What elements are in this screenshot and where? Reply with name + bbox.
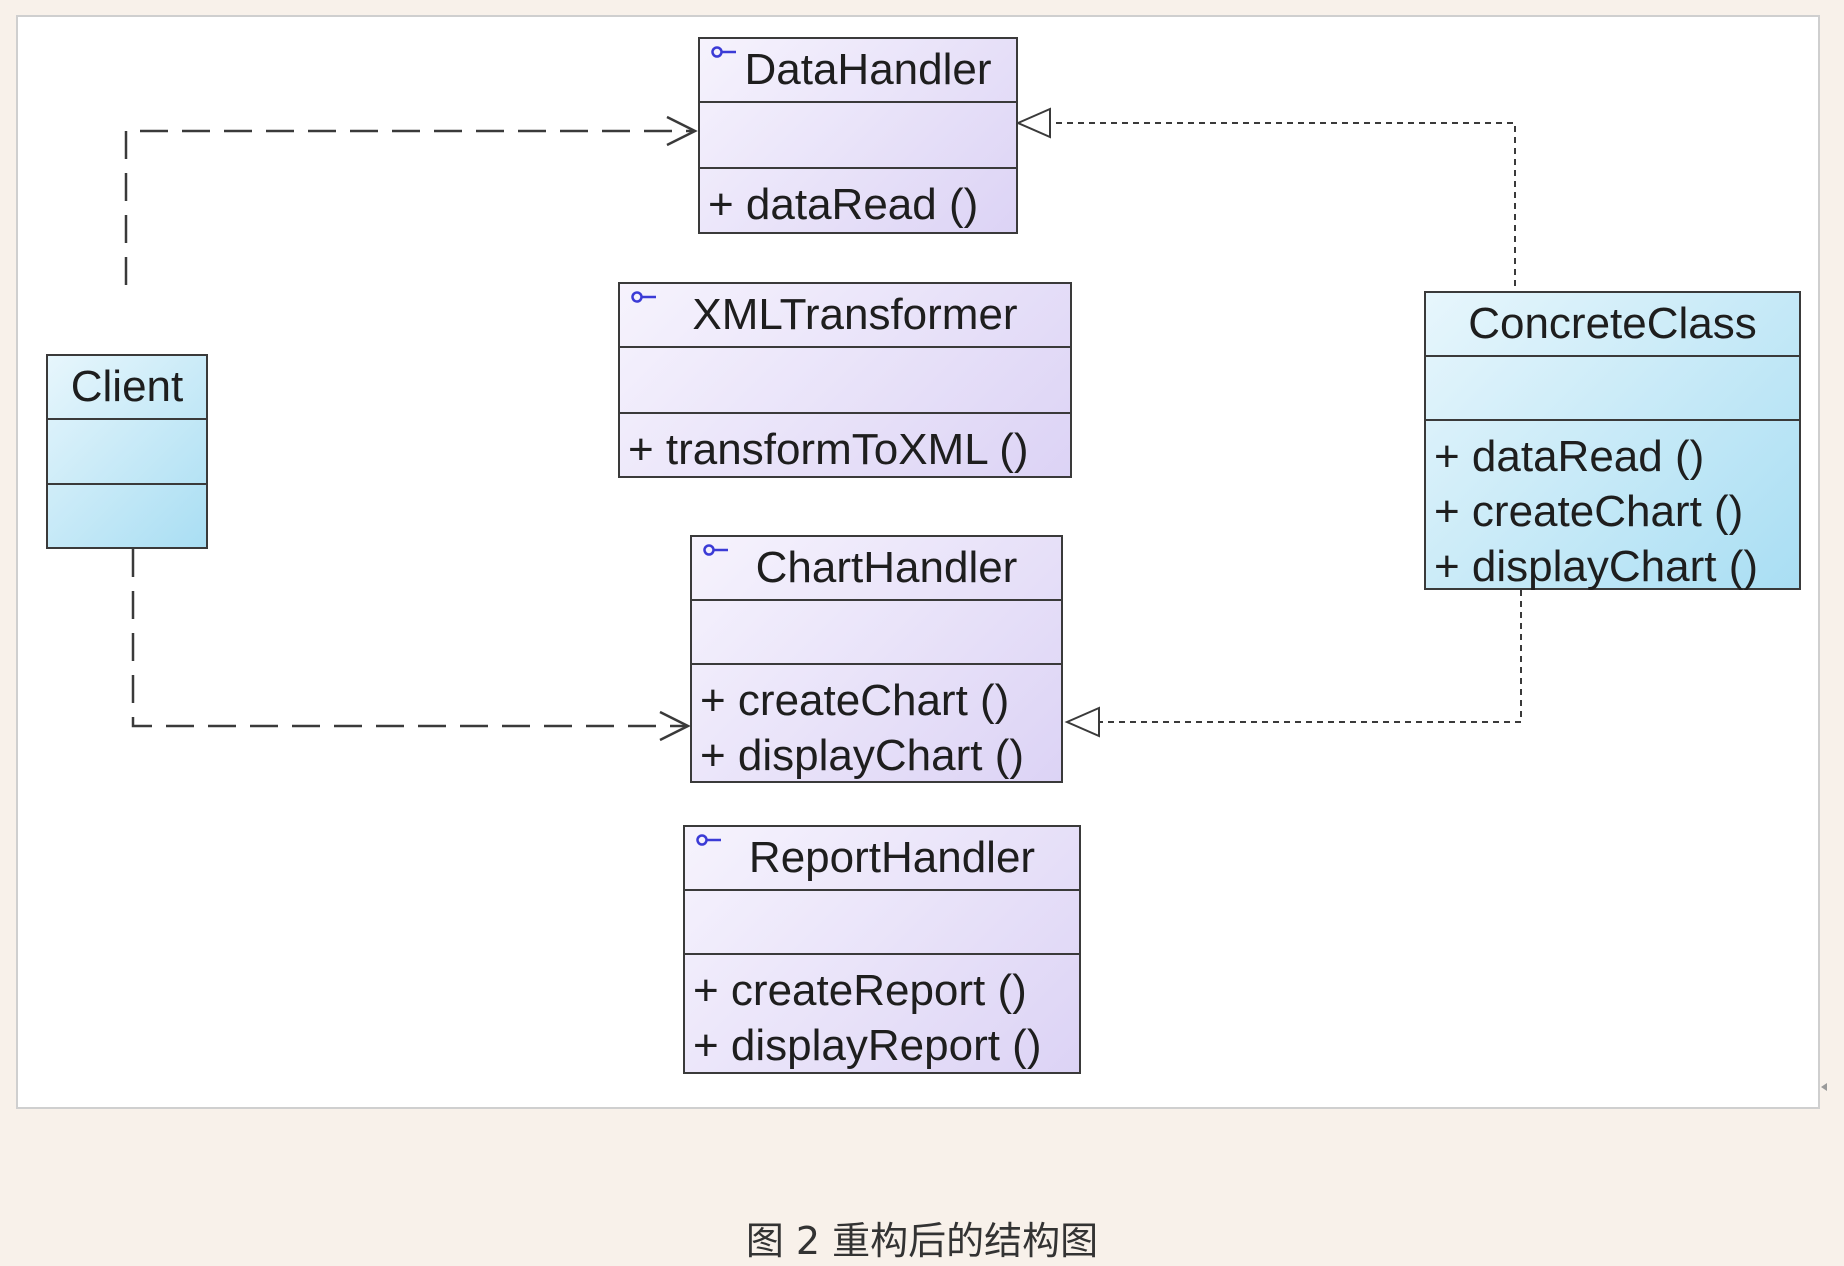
class-header: XMLTransformer [620, 284, 1070, 348]
method-item: + dataRead () [708, 180, 979, 229]
class-charthandler[interactable]: ChartHandler + createChart () + displayC… [690, 535, 1063, 783]
class-client[interactable]: Client [46, 354, 208, 549]
interface-icon [703, 544, 728, 556]
attributes-compartment [1426, 357, 1799, 421]
class-name: ReportHandler [748, 833, 1036, 882]
class-header: ReportHandler [685, 827, 1079, 891]
diagram-canvas: DataHandler + dataRead () XMLTransformer… [16, 15, 1827, 1109]
dependency-arrowhead-charthandler [659, 710, 691, 742]
methods-compartment [48, 485, 206, 547]
attributes-compartment [685, 891, 1079, 955]
class-name: ConcreteClass [1468, 299, 1757, 348]
class-name: Client [70, 362, 184, 411]
realization-triangle-charthandler [1064, 706, 1100, 738]
class-reporthandler[interactable]: ReportHandler + createReport () + displa… [683, 825, 1081, 1074]
method-item: + transformToXML () [628, 425, 1029, 474]
methods-compartment: + createChart () + displayChart () [692, 665, 1061, 783]
realization-concrete-datahandler [1050, 122, 1516, 286]
methods-compartment: + createReport () + displayReport () [685, 955, 1079, 1073]
interface-icon [696, 834, 721, 846]
dependency-client-datahandler [124, 129, 693, 285]
class-header: ChartHandler [692, 537, 1061, 601]
class-xmltransformer[interactable]: XMLTransformer + transformToXML () [618, 282, 1072, 478]
resize-grip-icon [1821, 1083, 1827, 1091]
dependency-client-charthandler [131, 549, 686, 728]
method-item: + dataRead () [1434, 432, 1705, 481]
figure-caption: 图 2 重构后的结构图 [745, 1219, 1099, 1263]
method-item: + createChart () [1434, 487, 1744, 536]
class-header: Client [48, 356, 206, 420]
methods-compartment: + dataRead () [700, 169, 1016, 232]
class-datahandler[interactable]: DataHandler + dataRead () [698, 37, 1018, 234]
method-item: + displayChart () [1434, 542, 1759, 591]
methods-compartment: + transformToXML () [620, 414, 1070, 477]
method-item: + displayChart () [700, 731, 1025, 780]
attributes-compartment [700, 103, 1016, 169]
class-header: ConcreteClass [1426, 293, 1799, 357]
class-concreteclass[interactable]: ConcreteClass + dataRead () + createChar… [1424, 291, 1801, 591]
attributes-compartment [48, 420, 206, 485]
realization-concrete-charthandler [1099, 590, 1522, 723]
method-item: + createChart () [700, 676, 1010, 725]
realization-triangle-datahandler [1015, 107, 1051, 139]
interface-icon [711, 46, 736, 58]
interface-icon [631, 291, 656, 303]
attributes-compartment [620, 348, 1070, 414]
class-name: ChartHandler [755, 543, 1018, 592]
method-item: + displayReport () [693, 1021, 1042, 1070]
class-header: DataHandler [700, 39, 1016, 103]
class-name: DataHandler [744, 45, 992, 94]
attributes-compartment [692, 601, 1061, 665]
class-name: XMLTransformer [692, 290, 1018, 339]
connector-layer [124, 107, 1522, 742]
dependency-arrowhead-datahandler [666, 115, 698, 147]
methods-compartment: + dataRead () + createChart () + display… [1426, 421, 1799, 594]
method-item: + createReport () [693, 966, 1027, 1015]
